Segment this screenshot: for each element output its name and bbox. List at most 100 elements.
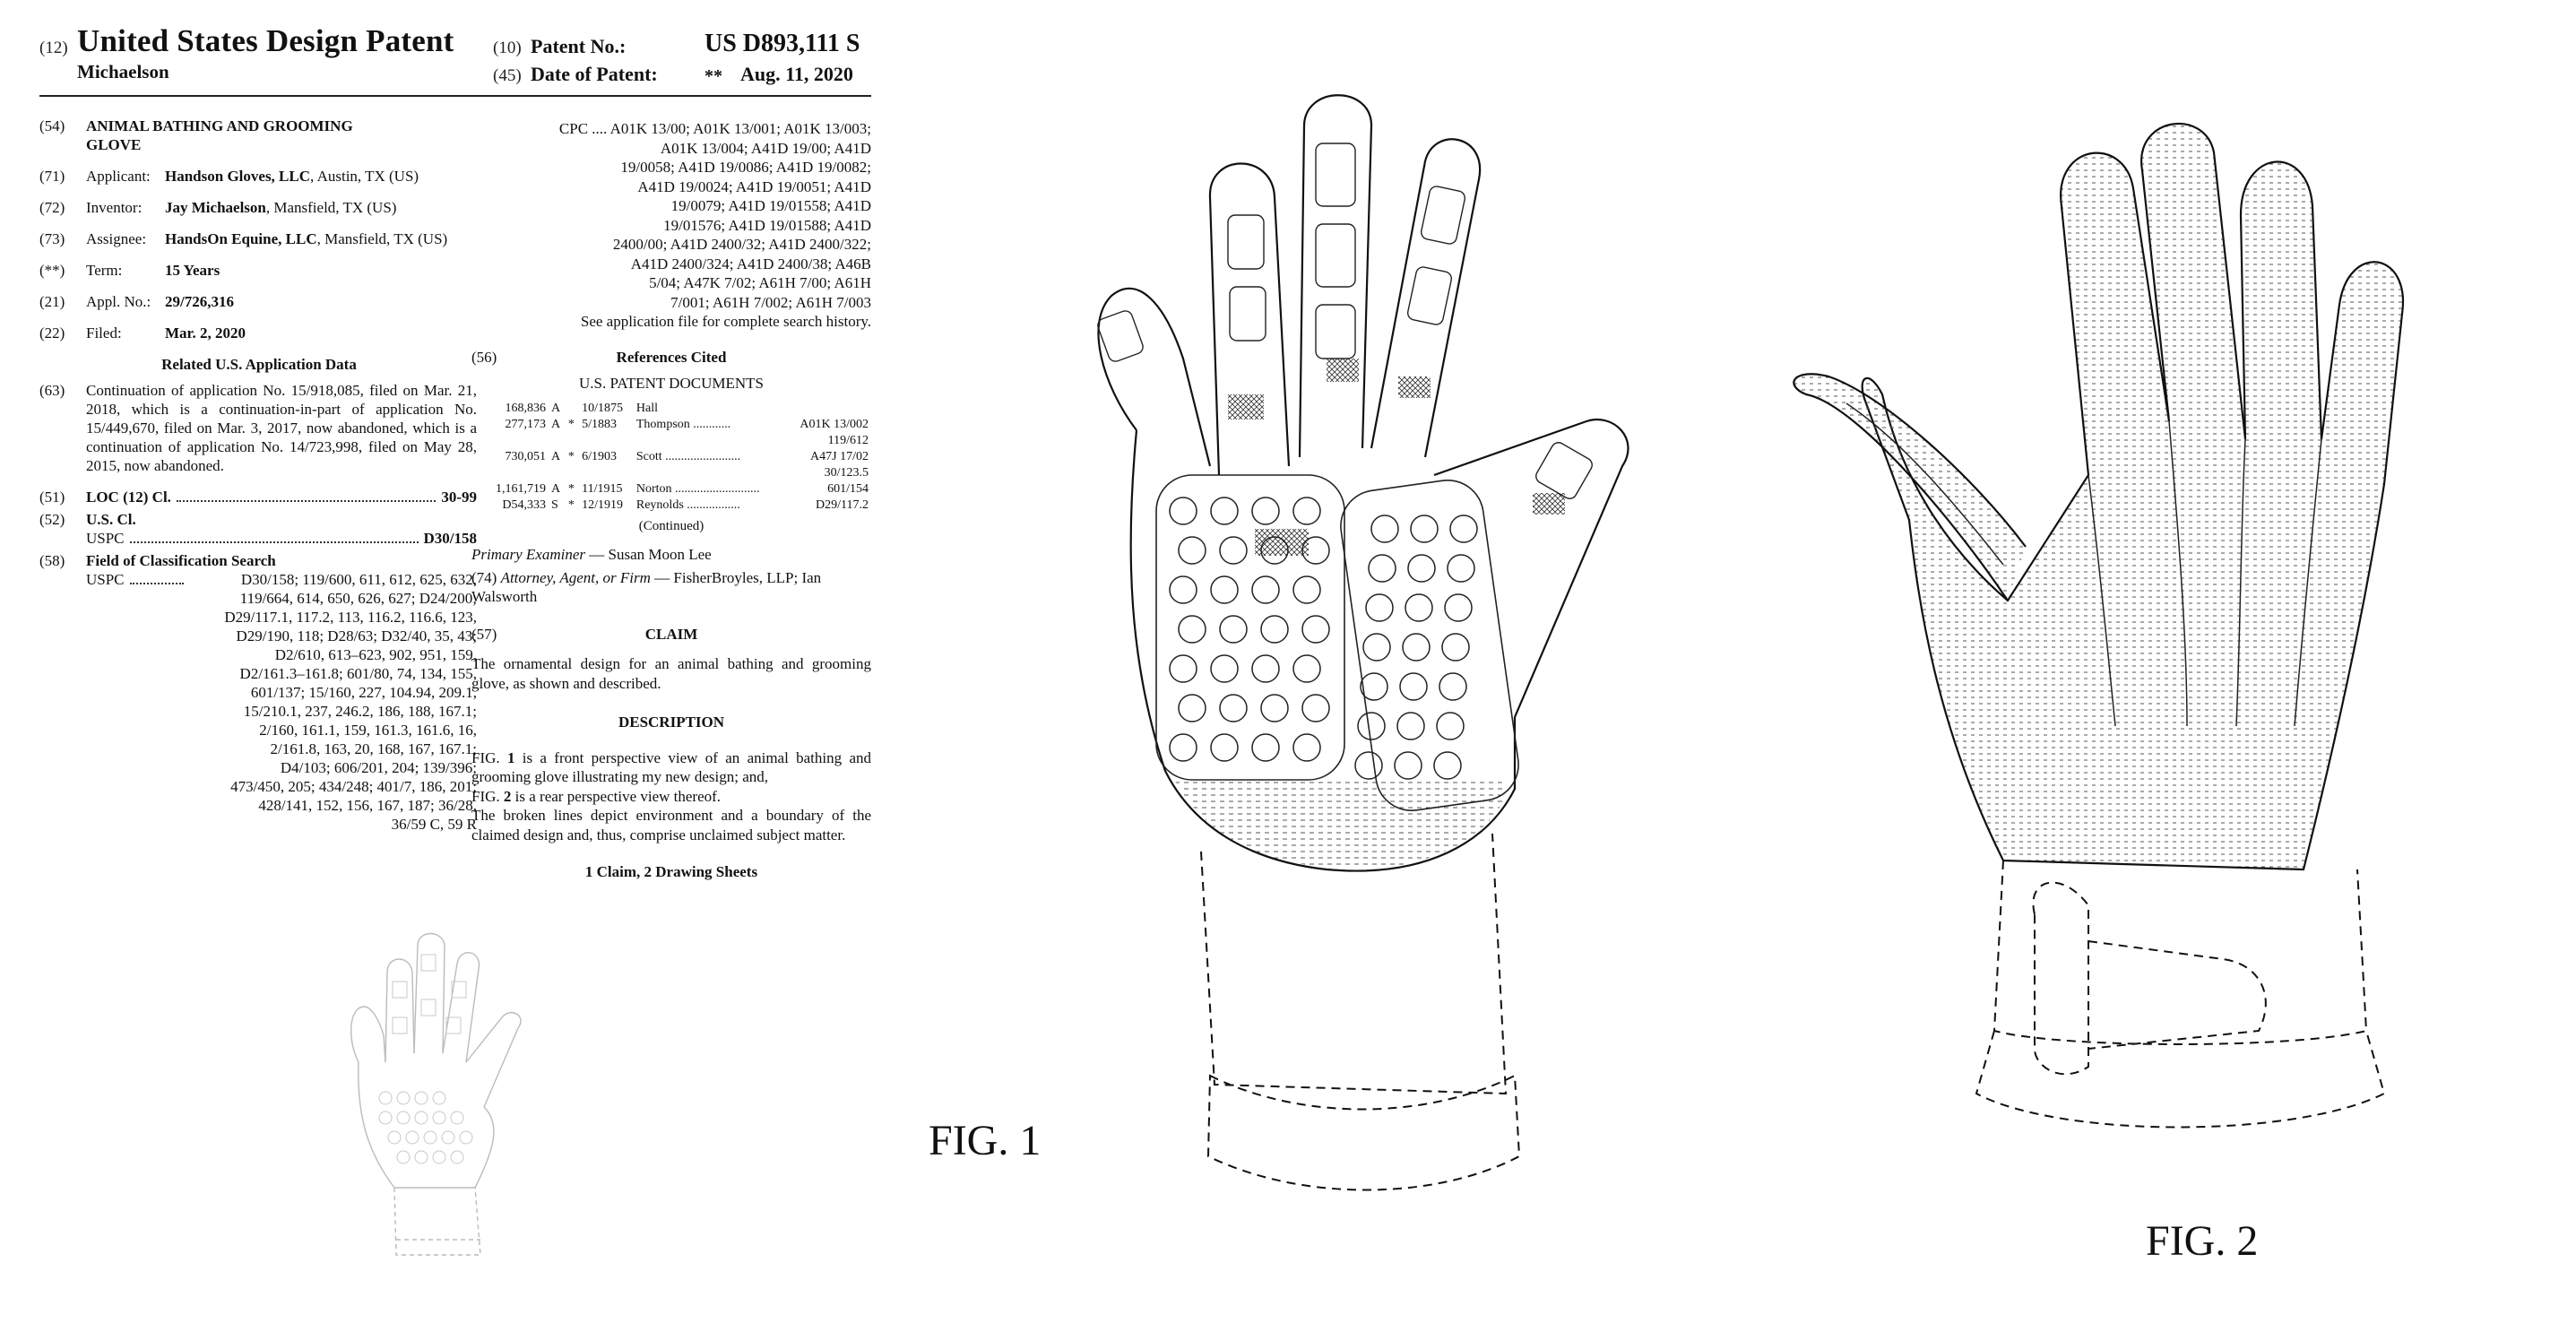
field-term: (**) Term: 15 Years xyxy=(39,262,220,279)
palm-nub xyxy=(1260,615,1289,644)
description-heading: DESCRIPTION xyxy=(618,714,725,731)
palm-nub xyxy=(1260,536,1289,565)
header-rule xyxy=(39,95,871,97)
palm-nub xyxy=(1219,536,1248,565)
primary-examiner: Primary Examiner — Susan Moon Lee xyxy=(471,546,712,563)
palm-nub xyxy=(1219,694,1248,722)
fig2-rear-glove-drawing xyxy=(1793,122,2405,1129)
appl-no-value: 29/726,316 xyxy=(165,293,234,310)
palm-nub xyxy=(1292,497,1321,525)
cpc-line: A01K 13/004; A41D 19/00; A41D xyxy=(660,139,871,157)
palm-nub xyxy=(1449,515,1478,543)
code-12: (12) xyxy=(39,39,68,57)
palm-nub xyxy=(1405,593,1433,622)
continued-note: (Continued) xyxy=(638,518,705,533)
code-45: (45) xyxy=(493,66,522,85)
palm-nub xyxy=(1362,633,1391,662)
description-fig2: FIG. 2 is a rear perspective view thereo… xyxy=(471,787,722,805)
palm-nub xyxy=(1394,751,1422,780)
biblio-column-left: (54) ANIMAL BATHING AND GROOMING GLOVE (… xyxy=(39,117,514,834)
uspc-line: D2/161.3–161.8; 601/80, 74, 134, 155, xyxy=(239,665,477,682)
document-title: United States Design Patent xyxy=(77,23,454,58)
claim-text: The ornamental design for an animal bath… xyxy=(471,655,871,692)
uspc-line: D4/103; 606/201, 204; 139/396; xyxy=(280,759,477,776)
field-72: (72) Inventor: Jay Michaelson, Mansfield… xyxy=(39,199,397,216)
palm-nub xyxy=(1407,554,1436,583)
inventor-name: Jay Michaelson xyxy=(165,199,266,216)
fig2-label: FIG. 2 xyxy=(2146,1217,2259,1265)
palm-nub xyxy=(1301,536,1330,565)
palm-nub xyxy=(1251,575,1280,604)
palm-nub xyxy=(1439,672,1467,701)
uspc-line: D2/610, 613–623, 902, 951, 159, xyxy=(274,646,477,663)
date-mark: ** xyxy=(705,66,722,86)
field-58: (58) Field of Classification Search xyxy=(39,552,276,569)
uspc-line: 2/160, 161.1, 159, 161.3, 161.6, 16, xyxy=(259,722,477,739)
attorney-agent: (74) Attorney, Agent, or Firm — FisherBr… xyxy=(471,568,822,606)
date-label: Date of Patent: xyxy=(531,63,658,85)
palm-nub xyxy=(1292,654,1321,683)
palm-nub xyxy=(1396,712,1425,740)
palm-nub xyxy=(1210,654,1239,683)
cpc-label: CPC .... xyxy=(558,120,610,137)
palm-nub xyxy=(1447,554,1475,583)
cpc-line: CPC .... A01K 13/00; A01K 13/001; A01K 1… xyxy=(558,120,871,137)
field-21: (21) Appl. No.: 29/726,316 xyxy=(39,293,234,310)
palm-nub xyxy=(1360,672,1388,701)
palm-nub xyxy=(1169,575,1197,604)
palm-nub xyxy=(1169,733,1197,762)
date-of-patent: Aug. 11, 2020 xyxy=(740,63,853,85)
thumbnail-glove-drawing xyxy=(350,932,522,1256)
cpc-line: 19/0079; A41D 19/01558; A41D xyxy=(670,197,871,214)
field-22: (22) Filed: Mar. 2, 2020 xyxy=(39,324,246,342)
code-10: (10) xyxy=(493,39,522,57)
related-data-heading: Related U.S. Application Data xyxy=(161,356,357,373)
field-54: (54) ANIMAL BATHING AND GROOMING GLOVE xyxy=(39,117,514,154)
inventor-short-name: Michaelson xyxy=(77,61,169,82)
uspc-line: 2/161.8, 163, 20, 168, 167, 167.1; xyxy=(270,740,477,757)
palm-nub xyxy=(1251,654,1280,683)
loc-class-value: 30-99 xyxy=(441,489,477,506)
uspc-line: 119/664, 614, 650, 626, 627; D24/200; xyxy=(239,590,477,607)
uspc-line: 15/210.1, 237, 246.2, 186, 188, 167.1; xyxy=(243,703,477,720)
us-class-value: D30/158 xyxy=(423,530,478,547)
search-history-note: See application file for complete search… xyxy=(580,313,871,330)
uspc-line: 36/59 C, 59 R xyxy=(391,816,477,833)
uspc-search-list: 119/664, 614, 650, 626, 627; D24/200;D29… xyxy=(86,589,477,834)
uspc-line: 601/137; 15/160, 227, 104.94, 209.1, xyxy=(250,684,477,701)
patent-no-label: Patent No.: xyxy=(531,35,627,57)
palm-nub xyxy=(1178,694,1206,722)
continuation-text: Continuation of application No. 15/918,0… xyxy=(86,382,477,474)
palm-nub xyxy=(1433,751,1462,780)
references-heading: (56) References Cited xyxy=(471,348,727,366)
fig1-front-glove-drawing xyxy=(1097,94,1629,1191)
palm-nub xyxy=(1210,575,1239,604)
palm-nub xyxy=(1219,615,1248,644)
cpc-line: A41D 19/0024; A41D 19/0051; A41D xyxy=(637,177,871,195)
term-value: 15 Years xyxy=(165,262,220,279)
field-52: (52) U.S. Cl. xyxy=(39,511,136,528)
filed-value: Mar. 2, 2020 xyxy=(165,324,246,342)
cpc-line: 19/0058; A41D 19/0086; A41D 19/0082; xyxy=(620,159,871,176)
cpc-block: CPC .... A01K 13/00; A01K 13/001; A01K 1… xyxy=(471,119,871,312)
us-patent-documents-heading: U.S. PATENT DOCUMENTS xyxy=(579,375,764,392)
palm-nub xyxy=(1354,751,1383,780)
cpc-line: 7/001; A61H 7/002; A61H 7/003 xyxy=(670,293,871,311)
palm-nub xyxy=(1210,497,1239,525)
palm-nub xyxy=(1169,654,1197,683)
fig1-label: FIG. 1 xyxy=(929,1117,1042,1164)
field-71: (71) Applicant: Handson Gloves, LLC, Aus… xyxy=(39,168,419,185)
palm-nub xyxy=(1301,694,1330,722)
description-fig1: FIG. 1 is a front perspective view of an… xyxy=(471,748,871,786)
invention-title: ANIMAL BATHING AND GROOMING GLOVE xyxy=(86,117,353,153)
description-broken-lines: The broken lines depict environment and … xyxy=(471,807,871,843)
patent-number: US D893,111 S xyxy=(705,30,860,57)
palm-nub xyxy=(1292,733,1321,762)
palm-nub xyxy=(1368,554,1396,583)
uspc-line: 473/450, 205; 434/248; 401/7, 186, 201; xyxy=(230,778,477,795)
palm-nub xyxy=(1210,733,1239,762)
palm-nub xyxy=(1178,615,1206,644)
